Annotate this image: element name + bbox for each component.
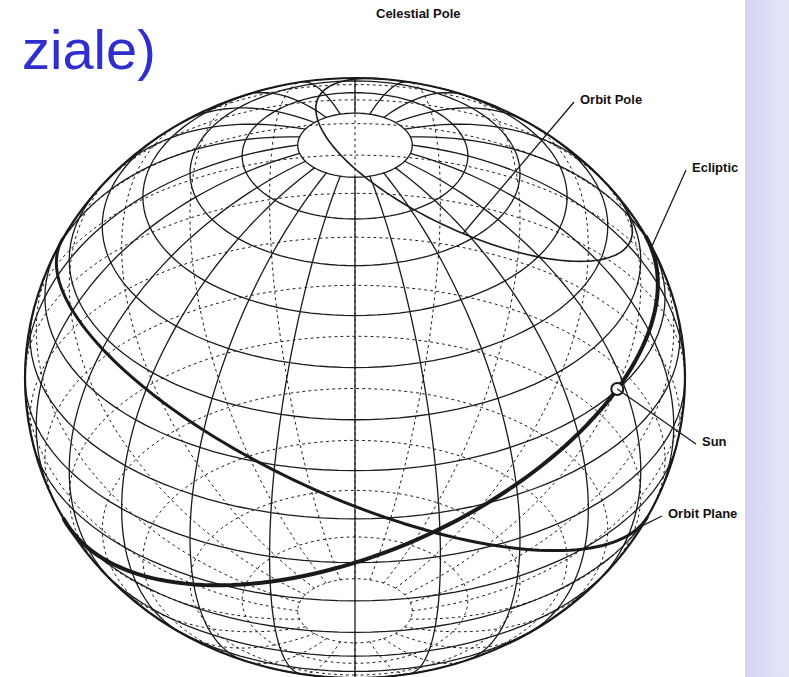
meridian-line — [410, 153, 673, 503]
latitude-line — [159, 619, 355, 671]
callout-label: Sun — [700, 434, 729, 450]
leader-line — [651, 170, 686, 248]
side-strip — [745, 0, 789, 677]
meridian-line — [384, 93, 470, 118]
meridian-line — [396, 168, 589, 636]
callout-label: Ecliptic — [690, 160, 740, 176]
latitude-line — [355, 88, 567, 315]
meridian-line — [396, 108, 529, 123]
sphere-drawing — [25, 78, 685, 677]
meridian-line — [405, 587, 592, 632]
meridian-line — [190, 97, 326, 583]
meridian-line — [354, 78, 355, 113]
latitude-line — [60, 124, 654, 253]
meridian-line — [370, 642, 408, 674]
leader-line — [639, 516, 662, 527]
latitude-line — [355, 318, 680, 519]
meridian-line — [302, 642, 340, 674]
meridian-line — [122, 168, 315, 636]
meridian-line — [405, 161, 641, 587]
leader-line — [617, 389, 696, 444]
meridian-line — [270, 82, 341, 580]
callout-label: Orbit Pole — [578, 92, 644, 108]
latitude-line — [279, 78, 441, 88]
meridian-line — [240, 93, 326, 118]
leader-lines — [463, 102, 696, 527]
meridian-line — [25, 378, 298, 611]
latitude-line — [355, 195, 641, 420]
meridian-line — [396, 123, 589, 588]
sun-symbol — [611, 383, 623, 395]
meridian-line — [25, 145, 298, 378]
callout-label: Celestial Pole — [374, 6, 463, 22]
meridian-line — [412, 386, 684, 611]
meridian-line — [113, 124, 306, 174]
meridian-line — [370, 82, 441, 580]
latitude-line — [143, 86, 355, 316]
latitude-line — [355, 569, 610, 656]
meridian-line — [410, 137, 658, 260]
ecliptic-line — [64, 237, 658, 585]
leader-line — [463, 102, 574, 234]
meridian-line — [36, 153, 299, 503]
latitude-line — [69, 187, 355, 420]
slide-title-fragment: ziale) — [22, 18, 156, 82]
latitude-line — [100, 100, 616, 195]
orbit-plane-line — [56, 238, 647, 550]
latitude-line — [34, 155, 678, 318]
meridian-line — [405, 174, 641, 594]
meridian-line — [396, 633, 523, 648]
sphere-outline — [25, 78, 685, 677]
meridian-line — [370, 82, 410, 114]
meridian-line — [52, 137, 300, 260]
meridian-line — [190, 173, 326, 661]
meridian-line — [355, 78, 356, 579]
meridian-line — [36, 259, 299, 602]
meridian-line — [55, 504, 299, 619]
meridian-line — [187, 633, 314, 648]
meridian-line — [384, 97, 520, 583]
meridian-line — [118, 587, 305, 632]
callout-label: Orbit Plane — [666, 506, 739, 522]
meridian-line — [412, 145, 685, 386]
meridian-line — [405, 124, 598, 174]
meridian-line — [370, 176, 441, 674]
meridian-line — [270, 176, 341, 674]
meridian-line — [300, 82, 340, 114]
meridian-line — [182, 108, 315, 123]
